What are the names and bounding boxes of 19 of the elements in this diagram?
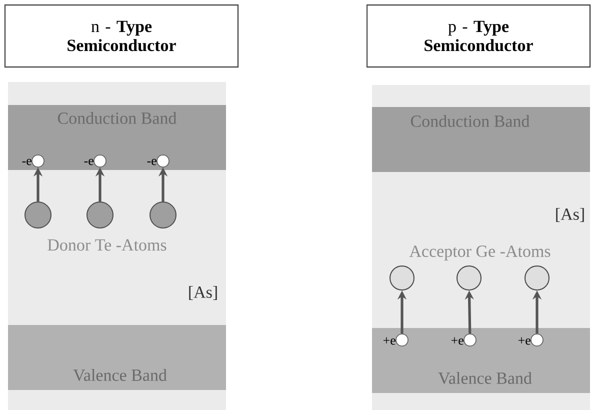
- title-box: n - Type Semiconductor: [4, 4, 239, 68]
- valence-band: Valence Band: [8, 325, 226, 390]
- atom-circle: [150, 202, 176, 228]
- atom-circle: [24, 202, 52, 228]
- charge-label: +e: [518, 337, 530, 345]
- charge-label: -e: [147, 158, 156, 166]
- atom-circle: [456, 266, 482, 290]
- label-text: Donor Te -Atoms: [48, 239, 166, 251]
- charge-label: -e: [84, 158, 94, 166]
- atom-circle: [390, 266, 414, 290]
- charge-label: +e: [451, 337, 464, 345]
- charge-label: -e: [22, 158, 32, 166]
- label-text: Acceptor Ge -Atoms: [409, 246, 550, 260]
- atom-circle: [524, 266, 550, 290]
- atom-circle: [86, 202, 114, 228]
- charge-label: +e: [383, 337, 396, 345]
- label-text: [As]: [556, 208, 584, 222]
- title-box: p - Type Semiconductor: [366, 4, 591, 68]
- label-text: [As]: [189, 286, 217, 300]
